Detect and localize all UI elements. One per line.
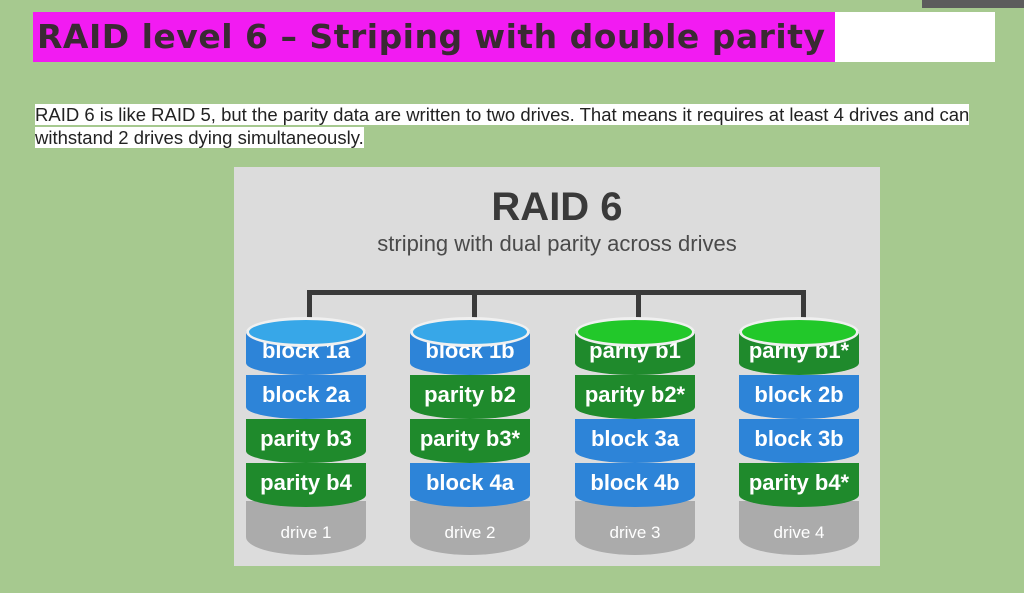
drive-top-cap [410,317,530,347]
drive-segment-parity: parity b2 [410,375,530,419]
slide-description-text: RAID 6 is like RAID 5, but the parity da… [35,104,970,148]
drive-segment-block: block 4a [410,463,530,507]
drive-base: drive 2 [410,501,530,555]
drive-segment-parity: parity b4* [739,463,859,507]
bus-connector-drive-1 [307,290,312,335]
drive-segment-parity: parity b2* [575,375,695,419]
slide-title: RAID level 6 – Striping with double pari… [33,12,835,62]
drive-label: drive 1 [280,523,332,542]
drive-segment-block: block 2b [739,375,859,419]
drive-base: drive 4 [739,501,859,555]
diagram-subtitle: striping with dual parity across drives [377,231,737,256]
drive-top-cap [575,317,695,347]
bus-connector-drive-4 [801,290,806,335]
drive-segment-block: block 3a [575,419,695,463]
drive-segment-parity: parity b3 [246,419,366,463]
slide-description: RAID 6 is like RAID 5, but the parity da… [35,103,990,149]
drive-label: drive 4 [773,523,825,542]
diagram-title: RAID 6 [491,185,623,229]
bus-connector-drive-2 [472,290,477,335]
drive-segment-parity: parity b4 [246,463,366,507]
slide-title-bar: RAID level 6 – Striping with double pari… [33,12,995,62]
drive-top-cap [246,317,366,347]
drive-segment-parity: parity b3* [410,419,530,463]
drive-label: drive 3 [609,523,661,542]
drive-base: drive 1 [246,501,366,555]
drive-label: drive 2 [444,523,496,542]
drive-segment-block: block 2a [246,375,366,419]
raid6-diagram: RAID 6 striping with dual parity across … [234,167,880,566]
drive-top-cap [739,317,859,347]
drive-base: drive 3 [575,501,695,555]
drive-segment-block: block 4b [575,463,695,507]
drive-segment-block: block 3b [739,419,859,463]
bus-horizontal-line [307,290,804,295]
window-corner-tab [922,0,1024,8]
bus-connector-drive-3 [636,290,641,335]
